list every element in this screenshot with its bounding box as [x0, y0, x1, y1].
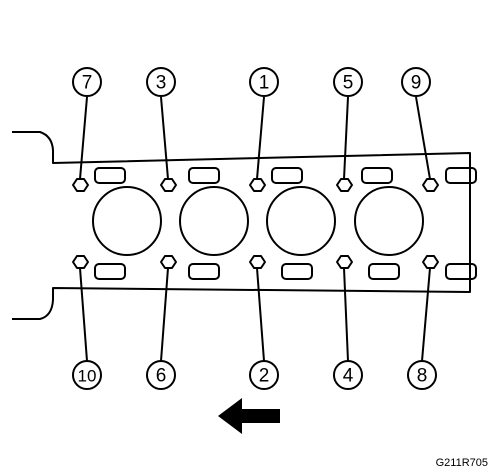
leader-line — [256, 96, 265, 180]
bolt-sequence-label: 7 — [82, 73, 93, 94]
cylinder-bore-3 — [266, 186, 336, 256]
callout-bolt-7: 7 — [72, 67, 102, 97]
callout-bolt-1: 1 — [249, 67, 279, 97]
bolt-head — [72, 255, 89, 269]
coolant-slot — [188, 263, 220, 280]
bolt-head — [72, 178, 89, 192]
coolant-slot — [445, 167, 477, 184]
cylinder-bore-4 — [354, 186, 424, 256]
bolt-sequence-label: 5 — [343, 73, 354, 94]
leader-line — [415, 96, 431, 180]
bolt-sequence-label: 1 — [259, 73, 270, 94]
bolt-head — [249, 178, 266, 192]
coolant-slot — [361, 167, 393, 184]
bolt-sequence-label: 2 — [259, 366, 270, 387]
leader-line — [343, 267, 349, 362]
bolt-sequence-label: 4 — [343, 366, 354, 387]
callout-bolt-8: 8 — [407, 360, 437, 390]
callout-bolt-5: 5 — [333, 67, 363, 97]
leader-line — [343, 96, 349, 180]
cylinder-bore-1 — [92, 186, 162, 256]
bolt-sequence-label: 9 — [411, 73, 422, 94]
cylinder-head-outline — [12, 131, 471, 320]
bolt-head — [422, 255, 439, 269]
bolt-sequence-label: 6 — [156, 366, 167, 387]
callout-bolt-4: 4 — [333, 360, 363, 390]
leader-line — [256, 267, 265, 362]
bolt-head — [336, 255, 353, 269]
coolant-slot — [445, 263, 477, 280]
callout-bolt-9: 9 — [401, 67, 431, 97]
bolt-head — [249, 255, 266, 269]
coolant-slot — [94, 263, 126, 280]
leader-line — [79, 96, 88, 180]
coolant-slot — [188, 167, 220, 184]
coolant-slot — [281, 263, 313, 280]
leader-line — [160, 96, 169, 180]
bolt-sequence-label: 3 — [156, 73, 167, 94]
bolt-head — [160, 255, 177, 269]
coolant-slot — [271, 167, 303, 184]
bolt-sequence-label: 8 — [417, 366, 428, 387]
callout-bolt-3: 3 — [146, 67, 176, 97]
leader-line — [79, 267, 88, 362]
bolt-head — [336, 178, 353, 192]
figure-code: G211R705 — [435, 457, 488, 469]
bolt-head — [422, 178, 439, 192]
leader-line — [421, 267, 431, 362]
arrow-left-icon — [218, 398, 280, 434]
bolt-sequence-label: 10 — [78, 367, 97, 386]
coolant-slot — [368, 263, 400, 280]
coolant-slot — [94, 167, 126, 184]
cylinder-bore-2 — [179, 186, 249, 256]
leader-line — [160, 267, 169, 362]
callout-bolt-6: 6 — [146, 360, 176, 390]
callout-bolt-2: 2 — [249, 360, 279, 390]
bolt-head — [160, 178, 177, 192]
callout-bolt-10: 10 — [72, 360, 102, 390]
